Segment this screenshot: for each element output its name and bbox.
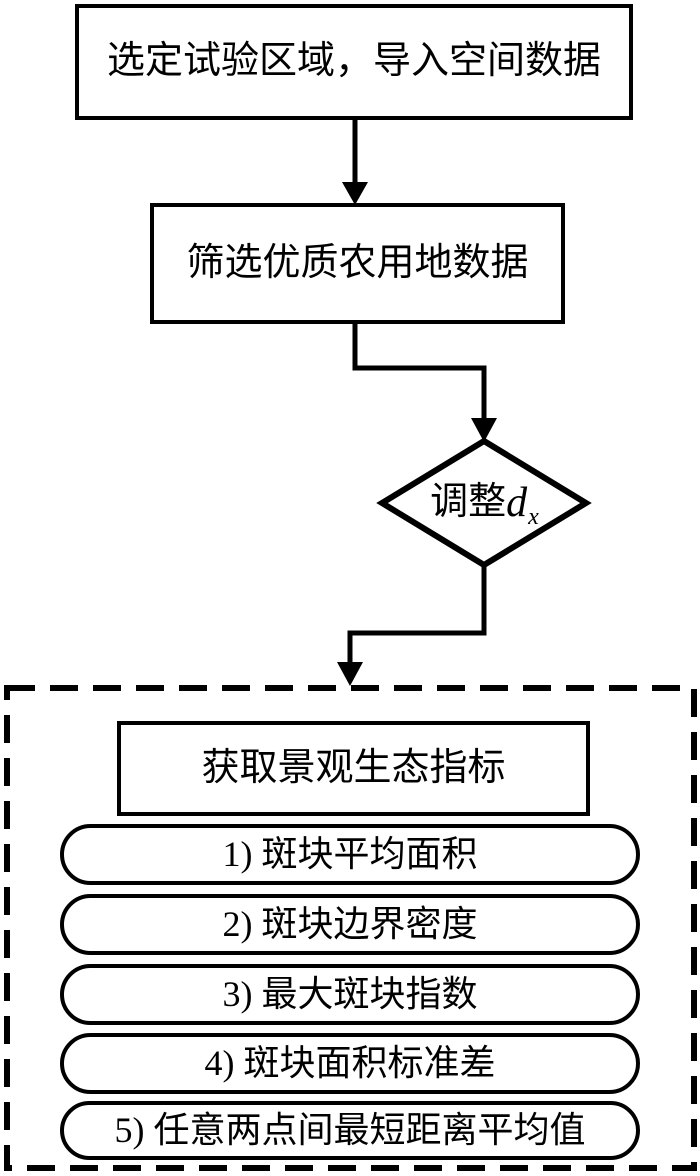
node-select-area-label: 选定试验区域，导入空间数据 — [106, 40, 601, 83]
indicator-item-5: 5) 任意两点间最短距离平均值 — [60, 1101, 640, 1160]
node-select-area: 选定试验区域，导入空间数据 — [75, 4, 633, 120]
indicator-item-2: 2) 斑块边界密度 — [60, 894, 640, 955]
node-group-title: 获取景观生态指标 — [117, 721, 590, 816]
flow-line-decision-group — [347, 565, 487, 664]
indicator-item-2-label: 2) 斑块边界密度 — [222, 903, 478, 944]
node-filter-farmland: 筛选优质农用地数据 — [150, 203, 565, 324]
decision-variable: d — [506, 480, 528, 526]
decision-label: 调整 — [430, 481, 507, 524]
arrow-down-icon — [471, 418, 497, 442]
node-filter-farmland-label: 筛选优质农用地数据 — [186, 241, 529, 284]
arrow-down-icon — [337, 662, 363, 686]
indicator-item-3-label: 3) 最大斑块指数 — [222, 973, 478, 1014]
indicator-item-1-label: 1) 斑块平均面积 — [222, 833, 478, 874]
flow-line-step2-decision — [352, 322, 487, 420]
indicator-item-1: 1) 斑块平均面积 — [60, 824, 640, 885]
indicator-item-5-label: 5) 任意两点间最短距离平均值 — [114, 1109, 586, 1150]
group-title-label: 获取景观生态指标 — [201, 746, 506, 789]
dashed-group-border — [4, 685, 697, 1171]
indicator-item-4-label: 4) 斑块面积标准差 — [204, 1042, 496, 1083]
indicator-item-4: 4) 斑块面积标准差 — [60, 1033, 640, 1094]
indicator-item-3: 3) 最大斑块指数 — [60, 964, 640, 1025]
arrow-down-icon — [342, 182, 368, 205]
decision-subscript: x — [528, 504, 539, 530]
